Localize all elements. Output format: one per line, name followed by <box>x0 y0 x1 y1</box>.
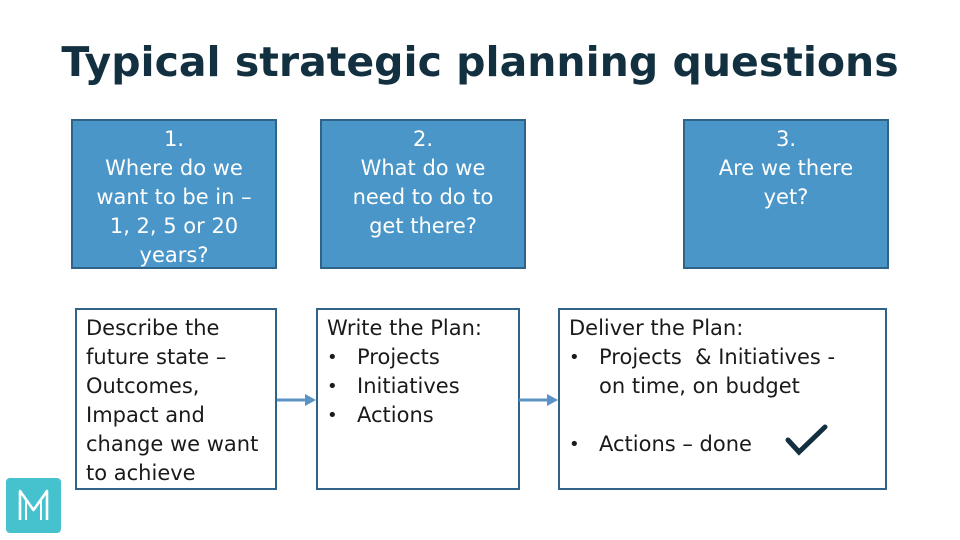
question-3-line: yet? <box>763 185 809 209</box>
write-plan-heading: Write the Plan: <box>327 316 483 340</box>
describe-line: Outcomes, <box>86 374 200 398</box>
question-box-1: 1. Where do we want to be in – 1, 2, 5 o… <box>71 119 277 269</box>
list-item: Actions <box>327 401 510 430</box>
question-2-line: get there? <box>369 214 477 238</box>
question-1-line: 1. <box>163 127 185 151</box>
list-item: Actions – done <box>569 430 877 459</box>
deliver-bullet-2: Actions – done <box>599 432 752 456</box>
question-2-line: 2. <box>412 127 434 151</box>
question-1-line: years? <box>139 243 209 267</box>
deliver-plan-list: Projects & Initiatives - on time, on bud… <box>569 343 877 459</box>
checkmark-icon <box>785 424 828 456</box>
question-box-3: 3. Are we there yet? <box>683 119 889 269</box>
question-2-line: What do we <box>360 156 486 180</box>
list-item: Projects <box>327 343 510 372</box>
list-item: Projects & Initiatives - on time, on bud… <box>569 343 877 401</box>
describe-line: future state – <box>86 345 227 369</box>
question-3-line: Are we there <box>718 156 854 180</box>
question-2-line: need to do to <box>352 185 494 209</box>
arrow-right-icon <box>519 394 558 406</box>
deliver-bullet-1-line-1: Projects & Initiatives - <box>599 345 836 369</box>
list-item: Initiatives <box>327 372 510 401</box>
write-plan-box: Write the Plan: Projects Initiatives Act… <box>316 308 520 490</box>
write-plan-list: Projects Initiatives Actions <box>327 343 510 430</box>
describe-line: Describe the <box>86 316 220 340</box>
describe-line: change we want <box>86 432 259 456</box>
deliver-plan-box: Deliver the Plan: Projects & Initiatives… <box>558 308 887 490</box>
question-1-line: want to be in – <box>96 185 252 209</box>
question-1-line: Where do we <box>105 156 243 180</box>
deliver-bullet-1-line-2: on time, on budget <box>599 374 800 398</box>
question-box-2: 2. What do we need to do to get there? <box>320 119 526 269</box>
deliver-plan-heading: Deliver the Plan: <box>569 316 744 340</box>
arrow-right-icon <box>277 394 316 406</box>
question-1-line: 1, 2, 5 or 20 <box>109 214 239 238</box>
describe-line: Impact and <box>86 403 205 427</box>
question-3-line: 3. <box>775 127 797 151</box>
describe-line: to achieve <box>86 461 196 485</box>
describe-box: Describe the future state – Outcomes, Im… <box>75 308 277 490</box>
m-logo-icon <box>6 478 61 533</box>
slide-title: Typical strategic planning questions <box>61 38 899 86</box>
